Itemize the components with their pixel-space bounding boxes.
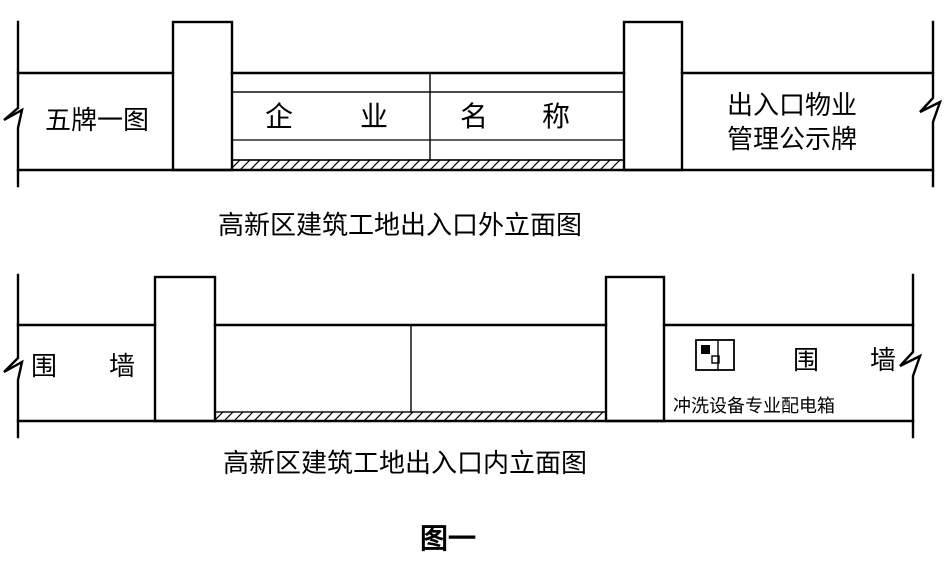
- figure-label: 图一: [420, 522, 476, 555]
- inner-left-break-mark: [3, 273, 24, 439]
- outer-elevation: [3, 20, 943, 188]
- gate-name-char-4: 称: [542, 100, 570, 133]
- power-box-indicator-empty: [711, 355, 720, 364]
- property-board-line-1: 出入口物业: [727, 91, 857, 121]
- right-wall-char-2: 墙: [870, 346, 896, 376]
- outer-left-break-mark: [3, 20, 24, 188]
- left-wall-char-2: 墙: [109, 352, 135, 382]
- gate-name-char-3: 名: [460, 100, 488, 133]
- outer-right-pillar: [622, 20, 684, 172]
- inner-elevation: [3, 273, 923, 439]
- power-box-indicator-filled: [701, 345, 710, 354]
- five-boards-one-map-label: 五牌一图: [45, 106, 149, 136]
- inner-right-break-mark: [899, 273, 923, 439]
- power-box-label: 冲洗设备专业配电箱: [673, 396, 835, 417]
- inner-left-pillar: [153, 275, 217, 423]
- power-box-icon: [695, 339, 735, 371]
- inner-gate-rail: [214, 411, 607, 422]
- gate-name-char-2: 业: [360, 100, 388, 133]
- inner-elevation-caption: 高新区建筑工地出入口内立面图: [223, 449, 587, 479]
- gate-name-char-1: 企: [265, 100, 293, 133]
- outer-elevation-caption: 高新区建筑工地出入口外立面图: [218, 211, 582, 241]
- left-wall-char-1: 围: [31, 352, 57, 382]
- property-board-line-2: 管理公示牌: [727, 125, 857, 155]
- inner-right-pillar: [604, 275, 666, 423]
- outer-gate-rail: [231, 159, 625, 171]
- outer-left-pillar: [171, 20, 234, 172]
- right-wall-char-1: 围: [793, 346, 819, 376]
- outer-right-break-mark: [919, 20, 943, 188]
